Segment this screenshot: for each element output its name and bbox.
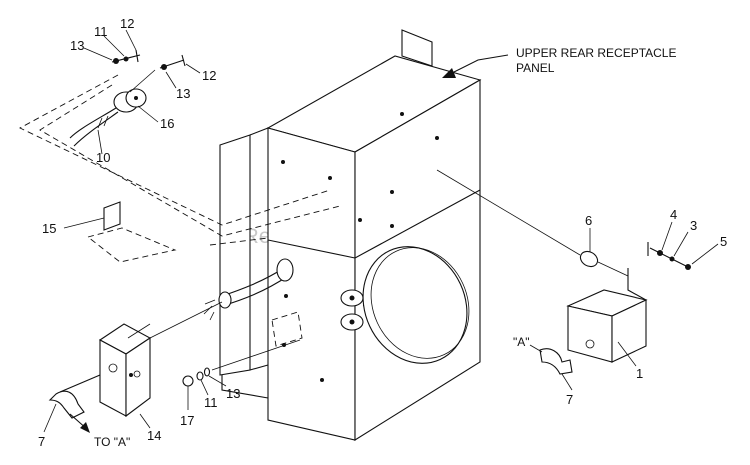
part-label-10: 10 <box>96 150 110 165</box>
part-label-17: 17 <box>180 413 194 428</box>
cabinet-housing <box>219 29 482 441</box>
hardware-right <box>647 242 691 270</box>
part-1-box <box>566 268 648 363</box>
part-label-12-right: 12 <box>202 68 216 83</box>
hardware-top-left <box>111 49 186 70</box>
part-label-13-right: 13 <box>176 86 190 101</box>
hardware-bottom <box>182 367 211 387</box>
part-7-elbow-left <box>48 374 101 419</box>
ref-a-label: "A" <box>513 335 530 349</box>
part-label-14: 14 <box>147 428 161 443</box>
part-label-7-left: 7 <box>38 434 45 449</box>
part-14-junction-box <box>98 323 152 418</box>
part-label-11-bottom: 11 <box>204 395 218 410</box>
hidden-wiring-path <box>19 74 341 263</box>
part-15-plate <box>103 201 121 231</box>
panel-callout-line1: UPPER REAR RECEPTACLE <box>516 46 676 60</box>
part-6-connector <box>579 250 599 268</box>
part-7-elbow-right <box>539 348 573 375</box>
part-16-receptacle <box>69 88 147 147</box>
part-label-6: 6 <box>585 213 592 228</box>
part-label-7-right: 7 <box>566 392 573 407</box>
part-label-12-top: 12 <box>120 16 134 31</box>
harness-grommet <box>203 258 294 321</box>
part-label-16: 16 <box>160 116 174 131</box>
part-label-13-top: 13 <box>70 38 84 53</box>
part-label-11-top: 11 <box>94 24 108 39</box>
part-label-3: 3 <box>690 218 697 233</box>
part-label-5: 5 <box>720 234 727 249</box>
part-label-4: 4 <box>670 207 677 222</box>
leader-lines <box>43 29 719 433</box>
part-label-13-bottom: 13 <box>226 386 240 401</box>
part-label-1: 1 <box>636 366 643 381</box>
part-label-15: 15 <box>42 221 56 236</box>
alignment-lines <box>129 69 629 371</box>
to-a-label: TO "A" <box>94 435 130 449</box>
panel-callout-line2: PANEL <box>516 61 555 75</box>
